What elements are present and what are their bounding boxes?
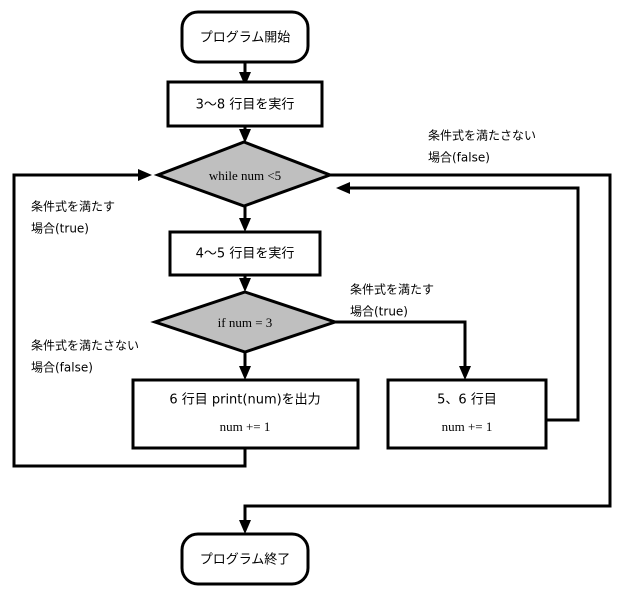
edge-label-while-true: 条件式を満たす 場合(true) — [31, 200, 115, 236]
end-label: プログラム終了 — [200, 552, 291, 568]
print-box-line2: num += 1 — [220, 419, 271, 434]
node-end[interactable]: プログラム終了 — [180, 532, 310, 586]
edge-if-false-to-printbox — [239, 352, 251, 380]
while-decision-label: while num <5 — [209, 168, 281, 183]
edge-label-while-false: 条件式を満たさない 場合(false) — [428, 129, 536, 165]
edge-while-true-to-process45 — [239, 206, 251, 232]
edge-incrementbox-loopback-to-while — [336, 182, 580, 422]
process-4-5-shape — [168, 230, 322, 277]
edge-process45-to-if — [239, 275, 251, 292]
node-process-4-5[interactable]: 4〜5 行目を実行 — [168, 230, 322, 277]
node-if-decision[interactable]: if num = 3 — [150, 290, 340, 354]
edge-label-if-false-line1: 条件式を満たさない — [31, 339, 139, 353]
edge-process38-to-while — [239, 126, 251, 143]
increment-box-line1: 5、6 行目 — [437, 393, 497, 408]
increment-box-shape — [386, 378, 548, 450]
node-process-3-8[interactable]: 3〜8 行目を実行 — [166, 80, 324, 128]
edge-printbox-loopback-to-while — [12, 169, 247, 468]
edge-label-if-false-line2: 場合(false) — [31, 361, 93, 375]
edge-label-if-false: 条件式を満たさない 場合(false) — [31, 339, 139, 375]
if-decision-shape — [150, 290, 340, 354]
edge-start-to-process38 — [239, 62, 251, 86]
edge-label-while-false-line2: 場合(false) — [428, 151, 490, 165]
node-increment-box[interactable]: 5、6 行目 num += 1 — [386, 378, 548, 450]
print-box-shape — [131, 378, 360, 450]
process-3-8-shape — [166, 80, 324, 128]
edge-if-true-to-incrementbox — [335, 320, 471, 380]
node-print-box[interactable]: 6 行目 print(num)を出力 num += 1 — [131, 378, 360, 450]
edge-label-if-true: 条件式を満たす 場合(true) — [350, 283, 434, 319]
edge-label-if-true-line1: 条件式を満たす — [350, 283, 434, 297]
process-3-8-label: 3〜8 行目を実行 — [196, 97, 295, 113]
process-4-5-label: 4〜5 行目を実行 — [196, 246, 295, 262]
node-while-decision[interactable]: while num <5 — [153, 140, 335, 208]
start-label: プログラム開始 — [200, 31, 291, 46]
edge-label-if-true-line2: 場合(true) — [350, 305, 408, 319]
print-box-line1: 6 行目 print(num)を出力 — [169, 393, 320, 408]
node-start[interactable]: プログラム開始 — [180, 10, 310, 64]
start-shape — [180, 10, 310, 64]
if-decision-label: if num = 3 — [218, 315, 273, 330]
edge-label-while-true-line1: 条件式を満たす — [31, 200, 115, 214]
edge-while-false-to-end — [239, 173, 612, 534]
while-decision-shape — [153, 140, 335, 208]
end-shape — [180, 532, 310, 586]
edge-label-while-false-line1: 条件式を満たさない — [428, 129, 536, 143]
increment-box-line2: num += 1 — [442, 419, 493, 434]
edge-label-while-true-line2: 場合(true) — [31, 222, 89, 236]
